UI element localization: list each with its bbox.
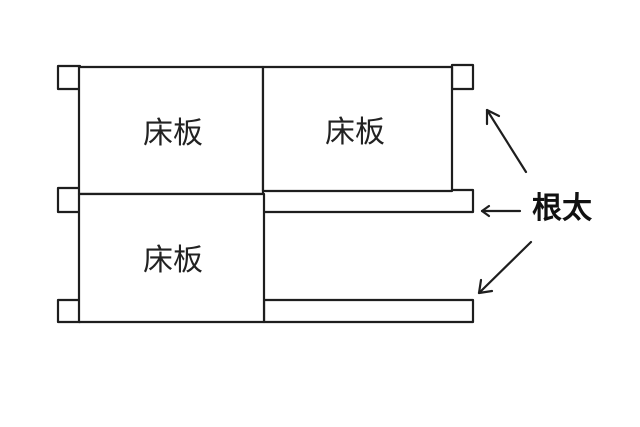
joist-label: 根太 — [532, 191, 593, 226]
floor-board-label: 床板 — [143, 243, 203, 278]
floor-board-label: 床板 — [325, 115, 385, 150]
arrow-to-bottom-joist — [477, 240, 533, 295]
joist-middle-left-stub — [56, 186, 82, 214]
arrow-head-icon — [480, 204, 491, 218]
floor-board-bottom-left — [77, 192, 266, 324]
joist-top-right-stub — [450, 63, 475, 91]
floor-board-label: 床板 — [143, 116, 203, 151]
joist-middle-beam — [260, 188, 475, 214]
joists — [56, 63, 475, 324]
joist-bottom-left-stub — [56, 298, 82, 324]
joist-bottom-beam — [262, 298, 475, 324]
floor-boards: 床板 床板 床板 — [77, 65, 454, 324]
arrow-to-top-joist — [485, 108, 528, 174]
callout-arrows — [477, 108, 533, 295]
floor-board-top-right — [261, 65, 454, 193]
arrow-head-icon — [477, 278, 494, 295]
joist-top-left-stub — [56, 64, 82, 91]
arrow-head-icon — [485, 108, 501, 126]
